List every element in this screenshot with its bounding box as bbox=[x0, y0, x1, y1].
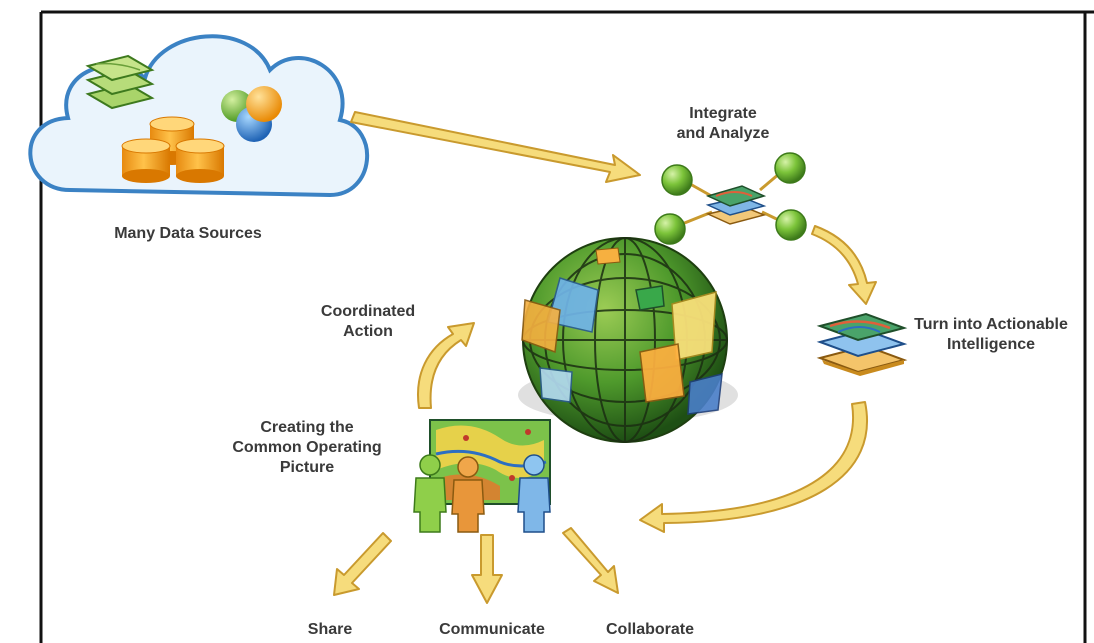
person-green bbox=[413, 454, 447, 533]
label-communicate-text: Communicate bbox=[439, 621, 545, 638]
integrate-cluster-icon bbox=[654, 152, 807, 245]
label-coordinated-line1: Coordinated bbox=[320, 303, 416, 320]
label-integrate-line2: and Analyze bbox=[676, 125, 770, 142]
label-share-text: Share bbox=[307, 621, 353, 638]
label-coordinated-line2: Action bbox=[343, 323, 393, 340]
label-collaborate: Collaborate bbox=[588, 620, 712, 640]
label-intelligence: Turn into Actionable Intelligence bbox=[908, 315, 1074, 355]
label-common-picture-line2: Common Operating bbox=[232, 439, 382, 456]
label-data-sources: Many Data Sources bbox=[98, 224, 278, 244]
data-spheres-icon bbox=[221, 86, 282, 142]
label-communicate: Communicate bbox=[422, 620, 562, 640]
arrow-to-integrate bbox=[350, 111, 641, 183]
arrow-communicate bbox=[471, 534, 503, 604]
label-common-picture-line3: Picture bbox=[279, 459, 335, 476]
label-common-picture-line1: Creating the bbox=[260, 419, 354, 436]
arrow-collaborate bbox=[562, 527, 619, 594]
person-blue bbox=[517, 454, 551, 533]
database-icon bbox=[121, 116, 225, 183]
label-integrate-line1: Integrate bbox=[689, 105, 757, 122]
label-intelligence-line1: Turn into Actionable bbox=[914, 316, 1068, 333]
person-orange bbox=[451, 456, 485, 533]
arrow-to-intelligence bbox=[811, 225, 877, 305]
arrow-coordinated-action bbox=[417, 322, 475, 409]
label-collaborate-text: Collaborate bbox=[605, 621, 694, 638]
label-common-picture: Creating the Common Operating Picture bbox=[212, 418, 402, 478]
label-integrate: Integrate and Analyze bbox=[658, 104, 788, 144]
people-icon bbox=[413, 454, 551, 533]
arrow-share bbox=[333, 532, 392, 596]
label-share: Share bbox=[290, 620, 370, 640]
globe-icon bbox=[518, 237, 738, 443]
label-intelligence-line2: Intelligence bbox=[946, 336, 1036, 353]
map-layers-icon bbox=[85, 54, 155, 110]
intelligence-layers-icon bbox=[816, 312, 908, 376]
label-coordinated-action: Coordinated Action bbox=[306, 302, 430, 342]
label-data-sources-text: Many Data Sources bbox=[114, 225, 262, 242]
arrow-to-common-picture bbox=[639, 401, 868, 533]
